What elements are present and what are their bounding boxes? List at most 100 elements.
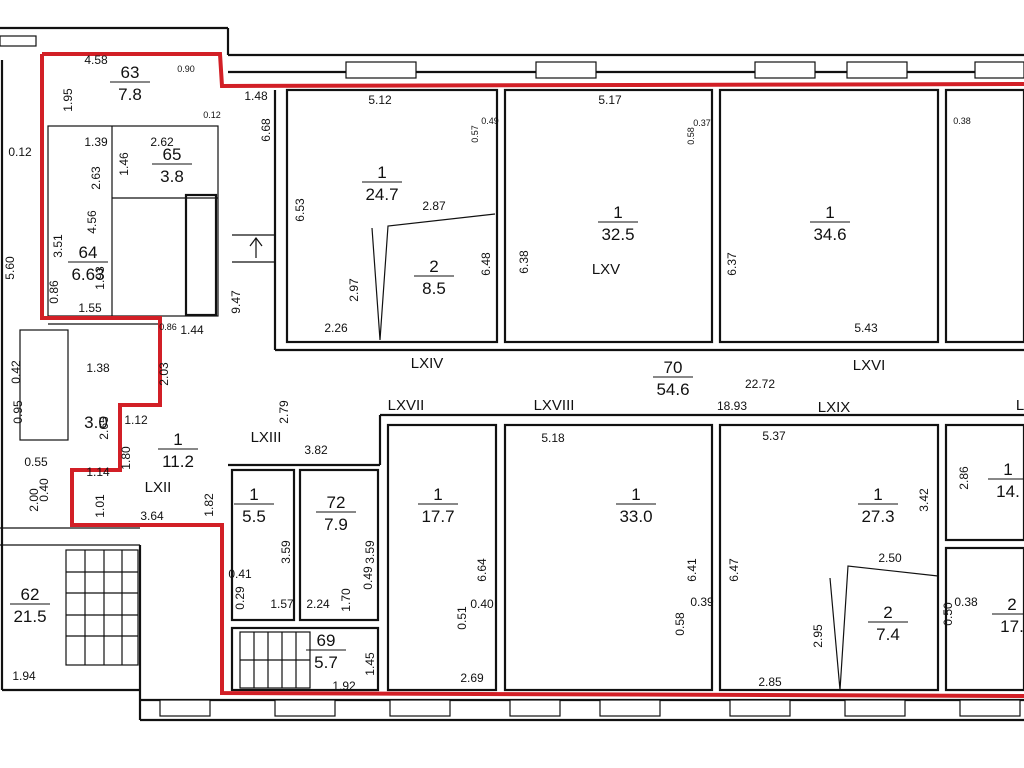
small-mark-4: 0.38 — [953, 116, 971, 126]
room-number-lxii-1: 1 — [173, 430, 182, 449]
dimension-65: 0.50 — [941, 602, 955, 626]
small-mark-7: 0.86 — [159, 322, 177, 332]
roman-label-lxiv: LXIV — [411, 355, 444, 372]
dimension-66: 1.45 — [363, 652, 377, 676]
room-number-63: 63 — [121, 63, 140, 82]
room-area-lxix-2: 7.4 — [876, 625, 900, 644]
dimension-22: 5.43 — [854, 321, 878, 335]
room-number-lxiv-2: 2 — [429, 257, 438, 276]
room-area-72: 7.9 — [324, 515, 348, 534]
dimension-70: 1.94 — [12, 669, 36, 683]
dimension-8: 2.62 — [150, 135, 174, 149]
dimension-63: 0.39 — [690, 595, 714, 609]
room-number-lxix-2: 2 — [883, 603, 892, 622]
dimension-36: 3.82 — [304, 443, 328, 457]
dimension-59: 0.29 — [233, 586, 247, 610]
dimension-39: 0.55 — [24, 455, 48, 469]
dimension-64: 0.38 — [954, 595, 978, 609]
dimension-40: 0.40 — [37, 478, 51, 502]
room-area-lxviii-1: 33.0 — [619, 507, 652, 526]
dimension-55: 1.57 — [270, 597, 294, 611]
room-area-lxii-1: 11.2 — [162, 452, 194, 471]
small-mark-2: 0.58 — [686, 127, 696, 145]
room-area-right-2: 17. — [1000, 617, 1024, 636]
dimension-23: 0.86 — [47, 280, 61, 304]
dimension-41: 2.00 — [27, 488, 41, 512]
room-number-72: 72 — [327, 493, 346, 512]
dimension-62: 0.58 — [673, 612, 687, 636]
dimension-13: 1.93 — [93, 266, 107, 290]
room-number-lxiii-1: 1 — [249, 485, 258, 504]
dimension-49: 6.47 — [727, 558, 741, 582]
small-mark-3: 0.37 — [693, 118, 711, 128]
room-area-69: 5.7 — [314, 653, 338, 672]
room-number-70: 70 — [664, 358, 683, 377]
room-area-lxv-1: 32.5 — [601, 225, 634, 244]
dimension-51: 2.86 — [957, 466, 971, 490]
dimension-46: 3.59 — [363, 540, 377, 564]
dimension-18: 2.97 — [347, 278, 361, 302]
lease-boundary — [40, 52, 1024, 698]
room-area-right-1: 14. — [996, 482, 1020, 501]
dimension-21: 6.37 — [725, 252, 739, 276]
roman-label-lxix: LXIX — [818, 399, 851, 416]
dimension-61: 0.51 — [455, 606, 469, 630]
dimension-16: 2.87 — [422, 199, 446, 213]
dimension-53: 2.95 — [811, 624, 825, 648]
dimension-37: 1.80 — [119, 446, 133, 470]
room-area-lxix-1: 27.3 — [861, 507, 894, 526]
dimension-15: 6.53 — [293, 198, 307, 222]
dimension-20: 6.38 — [517, 250, 531, 274]
dimension-14: 5.60 — [3, 256, 17, 280]
staircase-bottom — [239, 631, 311, 689]
room-area-65: 3.8 — [160, 167, 184, 186]
dimension-17: 6.48 — [479, 252, 493, 276]
dimension-2: 1.48 — [244, 89, 268, 103]
room-number-65: 65 — [163, 145, 182, 164]
dimension-72: 0.42 — [9, 360, 23, 384]
dimension-9: 1.46 — [117, 152, 131, 176]
small-mark-0: 0.57 — [470, 125, 480, 143]
room-area-62: 21.5 — [13, 607, 46, 626]
dimension-42: 1.01 — [93, 494, 107, 518]
staircase-left — [65, 549, 139, 666]
room-area-lxiii-1: 5.5 — [242, 507, 266, 526]
door-swings — [371, 213, 939, 691]
room-area-lxvi-1: 34.6 — [813, 225, 846, 244]
room-number-lxiv-1: 1 — [377, 163, 386, 182]
dimension-69: 2.85 — [758, 675, 782, 689]
room-number-right-2: 2 — [1007, 595, 1016, 614]
dimension-0: 4.58 — [84, 53, 108, 67]
dimension-44: 1.82 — [202, 493, 216, 517]
dimension-38: 1.14 — [86, 465, 110, 479]
dimension-60: 0.40 — [470, 597, 494, 611]
dimension-30: 1.12 — [124, 413, 148, 427]
dimension-32: 22.72 — [745, 377, 775, 391]
walls — [0, 26, 1024, 722]
room-number-64: 64 — [79, 243, 98, 262]
dimension-5: 5.17 — [598, 93, 622, 107]
room-area-70: 54.6 — [656, 380, 689, 399]
dimension-25: 9.47 — [229, 290, 243, 314]
roman-label-lxiii: LXIII — [251, 429, 282, 446]
room-area-small-3: 3.0 — [84, 413, 108, 432]
room-number-lxix-1: 1 — [873, 485, 882, 504]
roman-label-lxvi: LXVI — [853, 357, 886, 374]
dimension-57: 1.70 — [339, 588, 353, 612]
room-number-lxv-1: 1 — [613, 203, 622, 222]
dimension-43: 3.64 — [140, 509, 164, 523]
dimension-35: 5.37 — [762, 429, 786, 443]
small-mark-5: 0.12 — [203, 110, 221, 120]
roman-label-lxv: LXV — [592, 261, 620, 278]
room-area-lxiv-2: 8.5 — [422, 279, 446, 298]
dimension-33: 18.93 — [717, 399, 747, 413]
dimension-54: 0.41 — [228, 567, 252, 581]
dimension-7: 1.39 — [84, 135, 108, 149]
dimension-1: 1.95 — [61, 88, 75, 112]
dimension-28: 1.38 — [86, 361, 110, 375]
small-mark-6: 0.90 — [177, 64, 195, 74]
dimension-10: 2.63 — [89, 166, 103, 190]
